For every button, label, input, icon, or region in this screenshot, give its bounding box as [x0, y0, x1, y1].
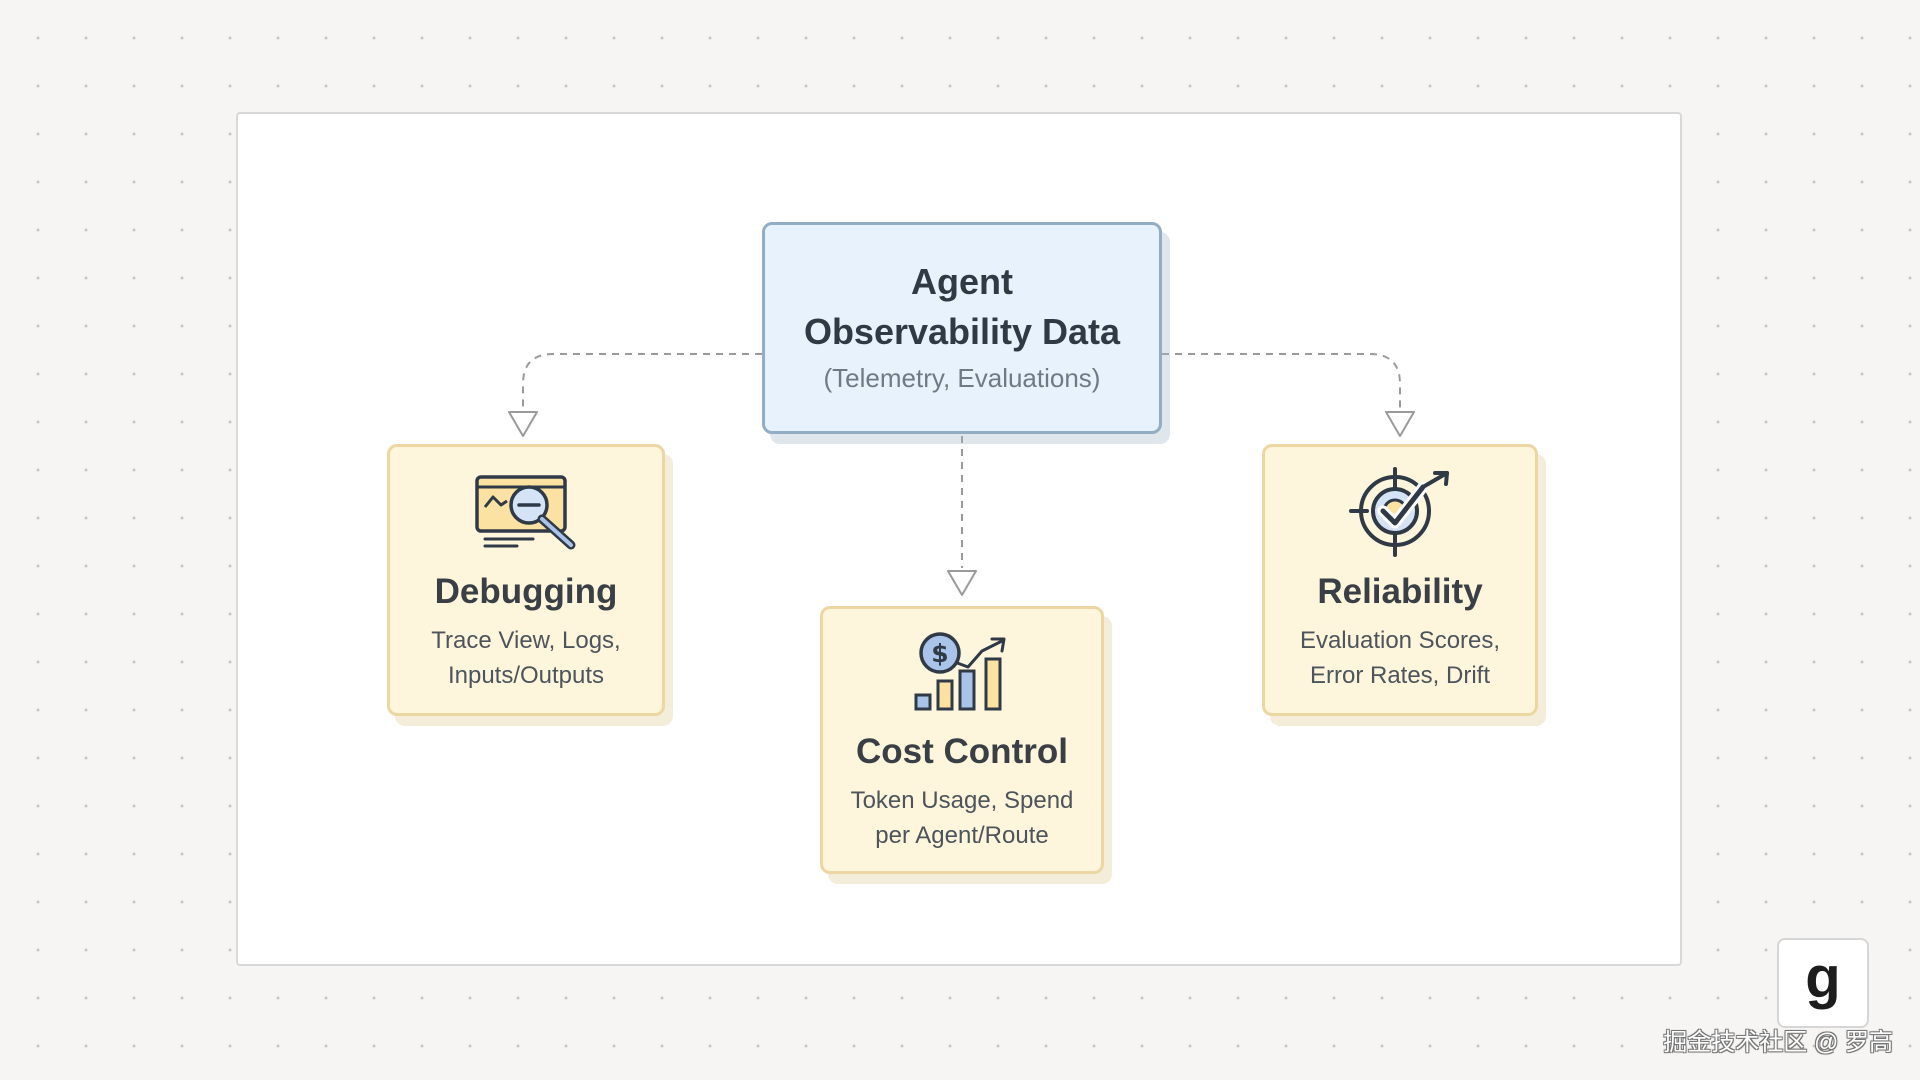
- target-check-icon: [1349, 467, 1449, 557]
- dollar-bar-chart-icon: $: [914, 632, 1006, 711]
- root-title-line1: Agent: [911, 261, 1013, 302]
- node-description-line2: per Agent/Route: [875, 822, 1049, 849]
- node-description-line1: Trace View, Logs,: [431, 627, 621, 654]
- root-title: Agent Observability Data: [765, 257, 1159, 357]
- node-title: Reliability: [1317, 572, 1483, 611]
- node-description-line2: Inputs/Outputs: [447, 662, 605, 689]
- node-cost-control: $ Cost Control Token Usage, Spend per Ag…: [820, 606, 1104, 874]
- node-description-line1: Evaluation Scores,: [1299, 627, 1501, 654]
- node-description: Evaluation Scores, Error Rates, Drift: [1265, 623, 1535, 693]
- svg-text:$: $: [931, 639, 948, 668]
- node-description-line2: Error Rates, Drift: [1309, 662, 1491, 689]
- node-title: Cost Control: [856, 732, 1068, 771]
- node-description-line1: Token Usage, Spend: [850, 787, 1074, 814]
- node-reliability: Reliability Evaluation Scores, Error Rat…: [1262, 444, 1538, 716]
- node-description: Token Usage, Spend per Agent/Route: [823, 783, 1101, 853]
- root-node: Agent Observability Data (Telemetry, Eva…: [762, 222, 1162, 434]
- root-title-line2: Observability Data: [803, 311, 1121, 352]
- logo: g: [1777, 938, 1869, 1028]
- watermark: 掘金技术社区 @ 罗高: [1663, 1029, 1893, 1056]
- magnifier-dashboard-icon: [475, 475, 576, 550]
- root-subtitle: (Telemetry, Evaluations): [823, 363, 1101, 393]
- node-debugging: Debugging Trace View, Logs, Inputs/Outpu…: [387, 444, 665, 716]
- node-description: Trace View, Logs, Inputs/Outputs: [390, 623, 662, 693]
- node-title: Debugging: [434, 572, 618, 611]
